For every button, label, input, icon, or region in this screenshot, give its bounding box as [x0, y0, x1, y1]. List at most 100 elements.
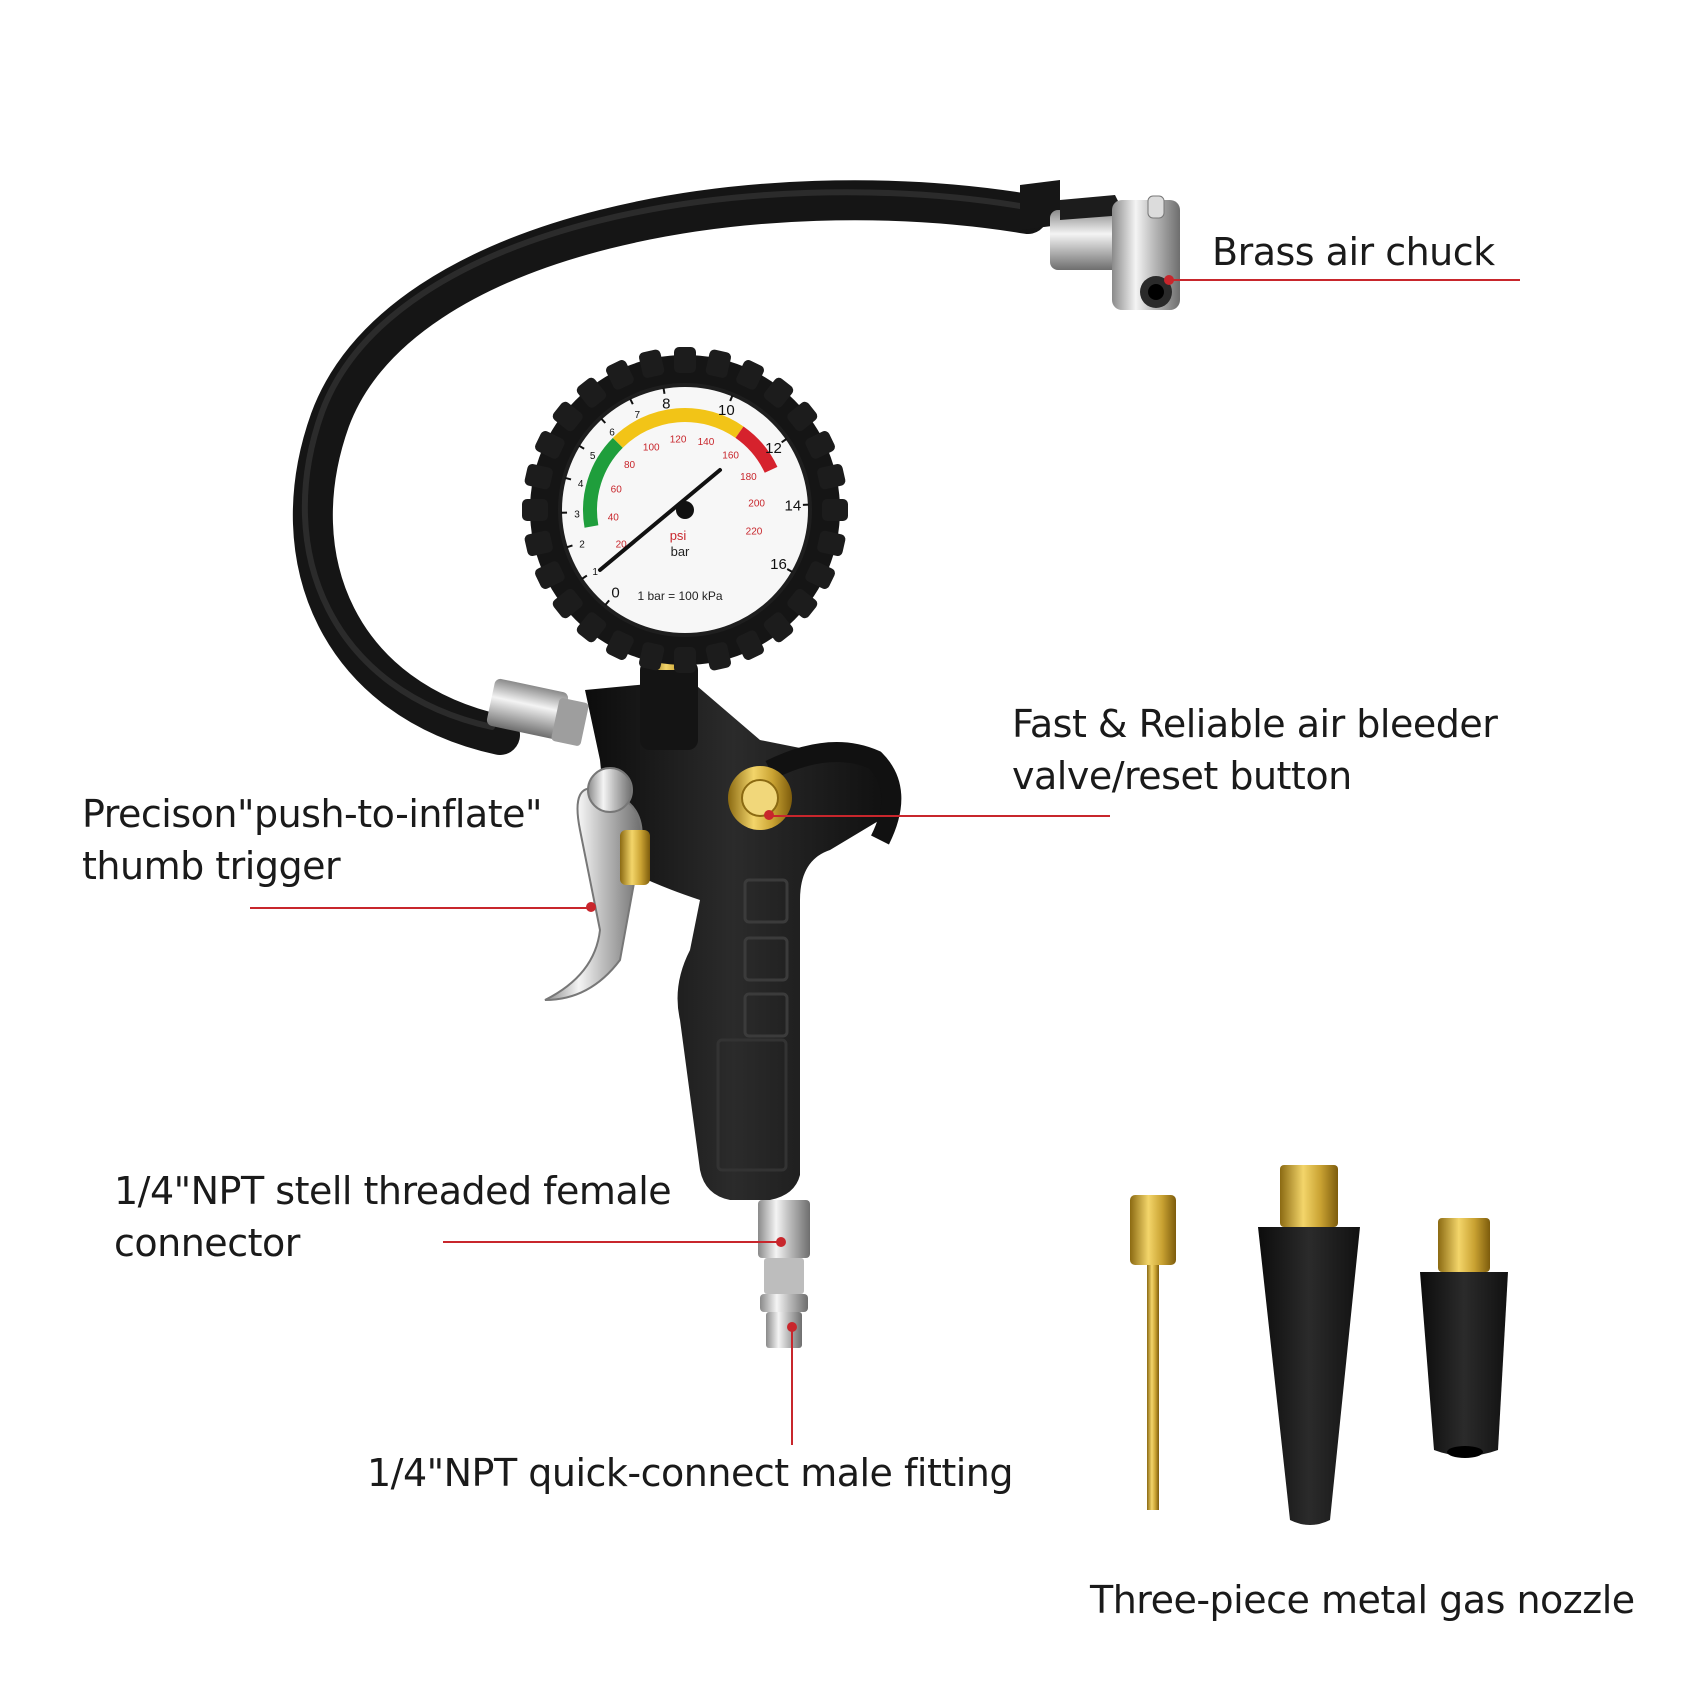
- gauge-zone-yellow: [612, 408, 744, 448]
- gauge-bar-tick-label: 6: [609, 427, 615, 438]
- gauge-guard-tooth: [524, 530, 553, 557]
- gauge-guard-tooth: [787, 588, 818, 619]
- gauge-guard-tooth: [552, 588, 583, 619]
- gauge-zone-green: [583, 437, 623, 528]
- inflator-gun-body: [585, 640, 902, 1200]
- label-thumb-trigger: Precison"push-to-inflate" thumb trigger: [82, 788, 542, 892]
- label-male-fitting-text: 1/4"NPT quick-connect male fitting: [367, 1451, 1014, 1495]
- gauge-psi-tick-label: 160: [722, 450, 739, 461]
- gauge-guard-tooth: [606, 630, 634, 660]
- pointer-air-chuck: [1168, 279, 1520, 281]
- pointer-dot-trigger: [586, 902, 596, 912]
- label-bleeder-line1: Fast & Reliable air bleeder: [1012, 702, 1498, 746]
- gauge-guard-tooth: [535, 561, 565, 589]
- gauge-psi-tick-label: 140: [698, 437, 715, 448]
- gauge-psi-tick-label: 100: [643, 442, 660, 453]
- gauge-guard-tooth: [552, 401, 583, 432]
- gauge-psi-tick-label: 120: [670, 434, 687, 445]
- gauge-guard-tooth: [705, 349, 732, 378]
- gauge-guard-tooth: [805, 561, 835, 589]
- thumb-trigger: [544, 767, 650, 1001]
- long-cone-nozzle: [1258, 1165, 1360, 1525]
- label-bleeder-valve: Fast & Reliable air bleeder valve/reset …: [1012, 698, 1498, 802]
- gauge-bar-tick-label: 7: [634, 410, 640, 421]
- gauge-psi-tick-label: 80: [624, 460, 636, 471]
- gauge-guard-tooth: [638, 642, 665, 671]
- gauge-guard-tooth: [787, 401, 818, 432]
- label-air-chuck: Brass air chuck: [1212, 226, 1495, 278]
- gauge-guard-tooth: [817, 530, 846, 557]
- label-bleeder-line2: valve/reset button: [1012, 754, 1352, 798]
- label-female-connector: 1/4"NPT stell threaded female connector: [114, 1165, 672, 1269]
- short-cone-nozzle: [1420, 1218, 1508, 1458]
- gauge-guard-tooth: [817, 463, 846, 490]
- gauge-guard-tooth: [822, 499, 848, 521]
- gauge-psi-tick-label: 220: [746, 527, 763, 538]
- gauge-bar-tick-label: 0: [611, 585, 619, 602]
- gauge-psi-tick-label: 200: [748, 499, 765, 510]
- gauge-bar-tick: [662, 387, 666, 394]
- label-air-chuck-text: Brass air chuck: [1212, 230, 1495, 274]
- gauge-guard-tooth: [524, 463, 553, 490]
- pointer-bleeder: [770, 815, 1110, 817]
- gauge-bar-tick-label: 16: [770, 556, 787, 573]
- gauge-bar-tick-label: 12: [765, 440, 782, 457]
- pointer-dot-bleeder: [764, 810, 774, 820]
- gauge-bar-tick: [629, 398, 634, 405]
- pointer-trigger: [250, 907, 590, 909]
- gauge-guard-tooth: [674, 647, 696, 673]
- gauge-guard-tooth: [674, 347, 696, 373]
- gauge-psi-tick-label: 20: [616, 539, 628, 550]
- pointer-dot-air-chuck: [1164, 275, 1174, 285]
- gauge-bar-tick: [781, 438, 788, 444]
- gauge-bar-tick: [600, 417, 607, 424]
- gauge-psi-tick-label: 180: [740, 472, 757, 483]
- label-nozzles-text: Three-piece metal gas nozzle: [1090, 1578, 1635, 1622]
- gauge-needle: [598, 468, 722, 572]
- gauge-guard-tooth: [736, 360, 764, 390]
- rubber-hose: [292, 180, 1048, 755]
- label-nozzles: Three-piece metal gas nozzle: [1090, 1574, 1635, 1626]
- pointer-dot-female-connector: [776, 1237, 786, 1247]
- gauge-bar-tick: [581, 574, 588, 580]
- gauge-bar-tick: [604, 599, 610, 606]
- label-trigger-line2: thumb trigger: [82, 844, 341, 888]
- gauge-guard-tooth: [522, 499, 548, 521]
- pointer-female-connector: [443, 1241, 780, 1243]
- gauge-bar-tick-label: 5: [590, 451, 596, 462]
- gauge-guard-tooth: [606, 360, 634, 390]
- gauge-guard-tooth: [576, 612, 607, 643]
- gauge-guard-tooth: [638, 349, 665, 378]
- pointer-male-fitting: [791, 1325, 793, 1445]
- gauge-bar-tick-label: 4: [578, 479, 584, 490]
- gauge-guard-tooth: [805, 431, 835, 459]
- label-trigger-line1: Precison"push-to-inflate": [82, 792, 542, 836]
- label-male-fitting: 1/4"NPT quick-connect male fitting: [367, 1447, 1014, 1499]
- gauge-guard-tooth: [535, 431, 565, 459]
- gauge-rubber-guard: [522, 347, 848, 673]
- gauge-guard-tooth: [736, 630, 764, 660]
- gauge-bar-tick: [566, 544, 573, 549]
- gauge-bar-tick: [729, 395, 734, 402]
- gauge-bar-tick: [578, 444, 585, 450]
- gauge-guard-tooth: [763, 377, 794, 408]
- gauge-guard-tooth: [763, 612, 794, 643]
- bleeder-valve: [728, 766, 792, 830]
- gauge-bar-tick: [564, 476, 572, 481]
- gauge-bar-tick-label: 3: [574, 509, 580, 520]
- gauge-bar-tick-label: 14: [785, 497, 802, 514]
- label-female-line1: 1/4"NPT stell threaded female: [114, 1169, 672, 1213]
- hose-crimp-fitting: [486, 678, 589, 746]
- label-female-line2: connector: [114, 1221, 300, 1265]
- gauge-zone-red: [735, 426, 778, 474]
- gauge-guard-tooth: [576, 377, 607, 408]
- gauge-bar-tick-label: 8: [662, 396, 670, 413]
- gauge-unit-psi: psi: [670, 528, 687, 543]
- quick-connect-male-fitting: [758, 1200, 810, 1348]
- gauge-guard-tooth: [705, 642, 732, 671]
- ball-needle-nozzle: [1130, 1195, 1176, 1510]
